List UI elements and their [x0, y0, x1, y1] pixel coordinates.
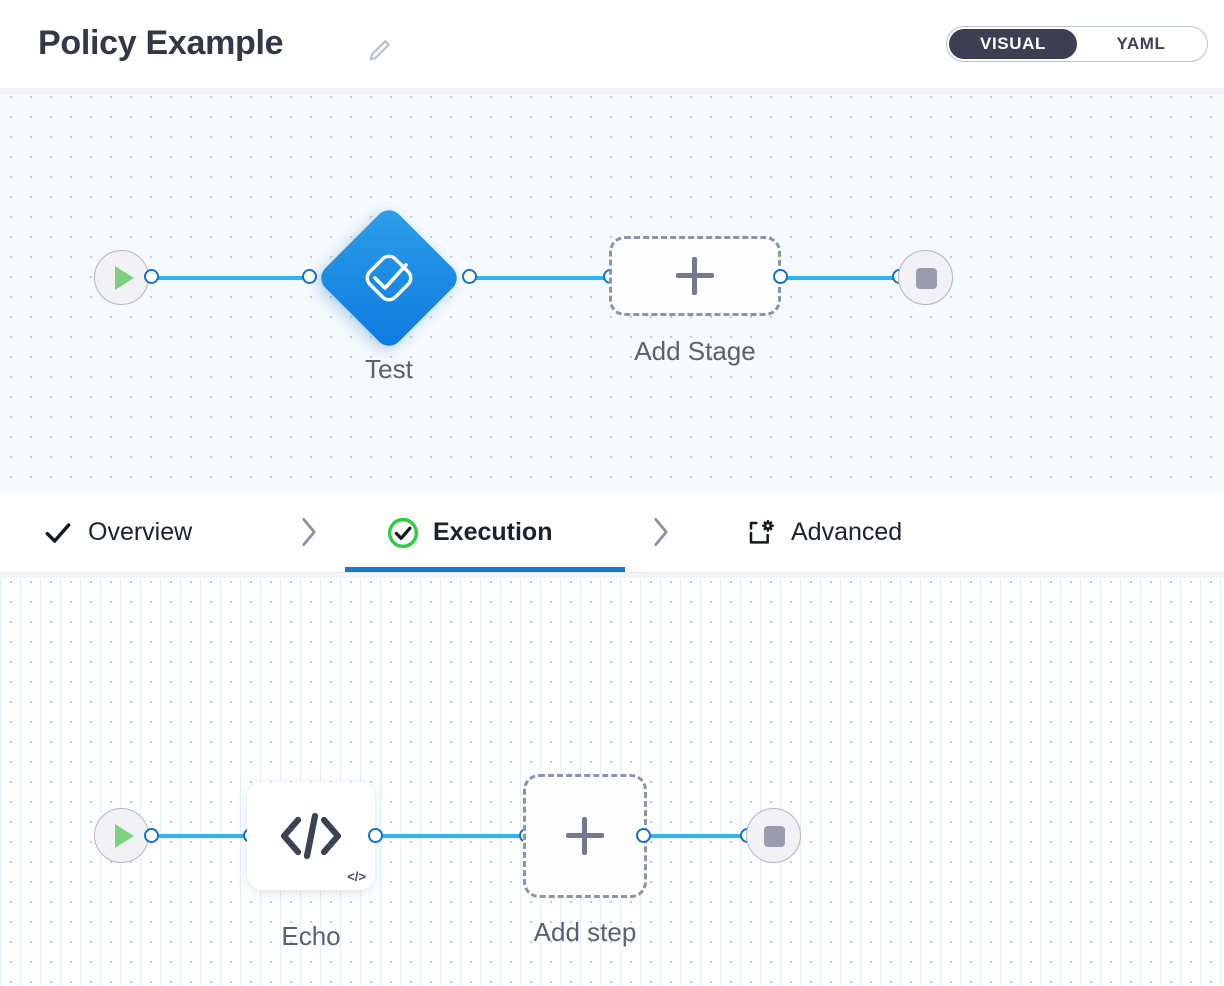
port-start-out[interactable] — [144, 269, 159, 284]
add-step-button[interactable] — [523, 774, 647, 898]
chevron-right-icon — [302, 517, 316, 547]
check-icon — [45, 522, 71, 543]
add-step-label: Add step — [533, 917, 637, 947]
port-test-in[interactable] — [302, 269, 317, 284]
port-test-out[interactable] — [462, 269, 477, 284]
dashed-box-gear-icon — [749, 519, 774, 544]
code-badge-icon: </> — [347, 869, 366, 884]
port-addstep-out[interactable] — [636, 828, 651, 843]
step-node-echo[interactable]: </> — [247, 782, 375, 890]
stage-node-label: Test — [365, 354, 413, 384]
execution-start-node[interactable] — [94, 808, 149, 863]
step-node-label: Echo — [281, 921, 341, 951]
add-stage-button[interactable] — [609, 236, 781, 316]
edge-echo-to-addstep — [372, 834, 530, 838]
page-title: Policy Example — [38, 24, 284, 62]
edge-addstage-to-end — [778, 276, 902, 280]
mode-toggle[interactable]: VISUAL YAML — [946, 26, 1208, 62]
port-start-out[interactable] — [144, 828, 159, 843]
edge-start-to-test — [150, 276, 312, 280]
play-icon — [115, 824, 134, 848]
mode-toggle-visual[interactable]: VISUAL — [949, 29, 1077, 59]
step-canvas[interactable]: </> Echo Add step — [0, 573, 1224, 986]
section-tabs: Overview Execution — [0, 493, 1224, 573]
stop-icon — [916, 268, 937, 289]
canvas-top-band — [0, 88, 1224, 95]
chevron-right-icon — [654, 517, 668, 547]
tab-overview[interactable]: Overview — [42, 493, 192, 572]
pipeline-end-node[interactable] — [898, 250, 953, 305]
tab-advanced[interactable]: Advanced — [745, 493, 902, 572]
port-echo-out[interactable] — [368, 828, 383, 843]
plus-icon — [566, 817, 604, 855]
active-tab-underline — [345, 567, 625, 572]
execution-end-node[interactable] — [746, 808, 801, 863]
tab-execution[interactable]: Execution — [387, 493, 552, 572]
page-header: Policy Example VISUAL YAML — [0, 0, 1224, 88]
tab-overview-label: Overview — [88, 518, 193, 546]
add-stage-label: Add Stage — [634, 336, 756, 366]
check-circle-icon — [387, 517, 419, 548]
stage-node-test[interactable] — [315, 204, 463, 352]
edge-addstep-to-end — [640, 834, 756, 838]
stage-canvas[interactable]: Test Add Stage — [0, 88, 1224, 493]
edge-start-to-echo — [150, 834, 254, 838]
code-icon — [280, 812, 342, 860]
port-addstage-out[interactable] — [773, 269, 788, 284]
pencil-icon[interactable] — [366, 36, 394, 64]
pipeline-start-node[interactable] — [94, 250, 149, 305]
tab-execution-label: Execution — [433, 518, 553, 546]
edge-test-to-addstage — [468, 276, 614, 280]
play-icon — [115, 266, 134, 290]
tab-advanced-label: Advanced — [791, 518, 903, 546]
canvas-top-band — [0, 573, 1224, 578]
stop-icon — [764, 826, 785, 847]
mode-toggle-yaml[interactable]: YAML — [1116, 34, 1166, 53]
plus-icon — [676, 257, 714, 295]
